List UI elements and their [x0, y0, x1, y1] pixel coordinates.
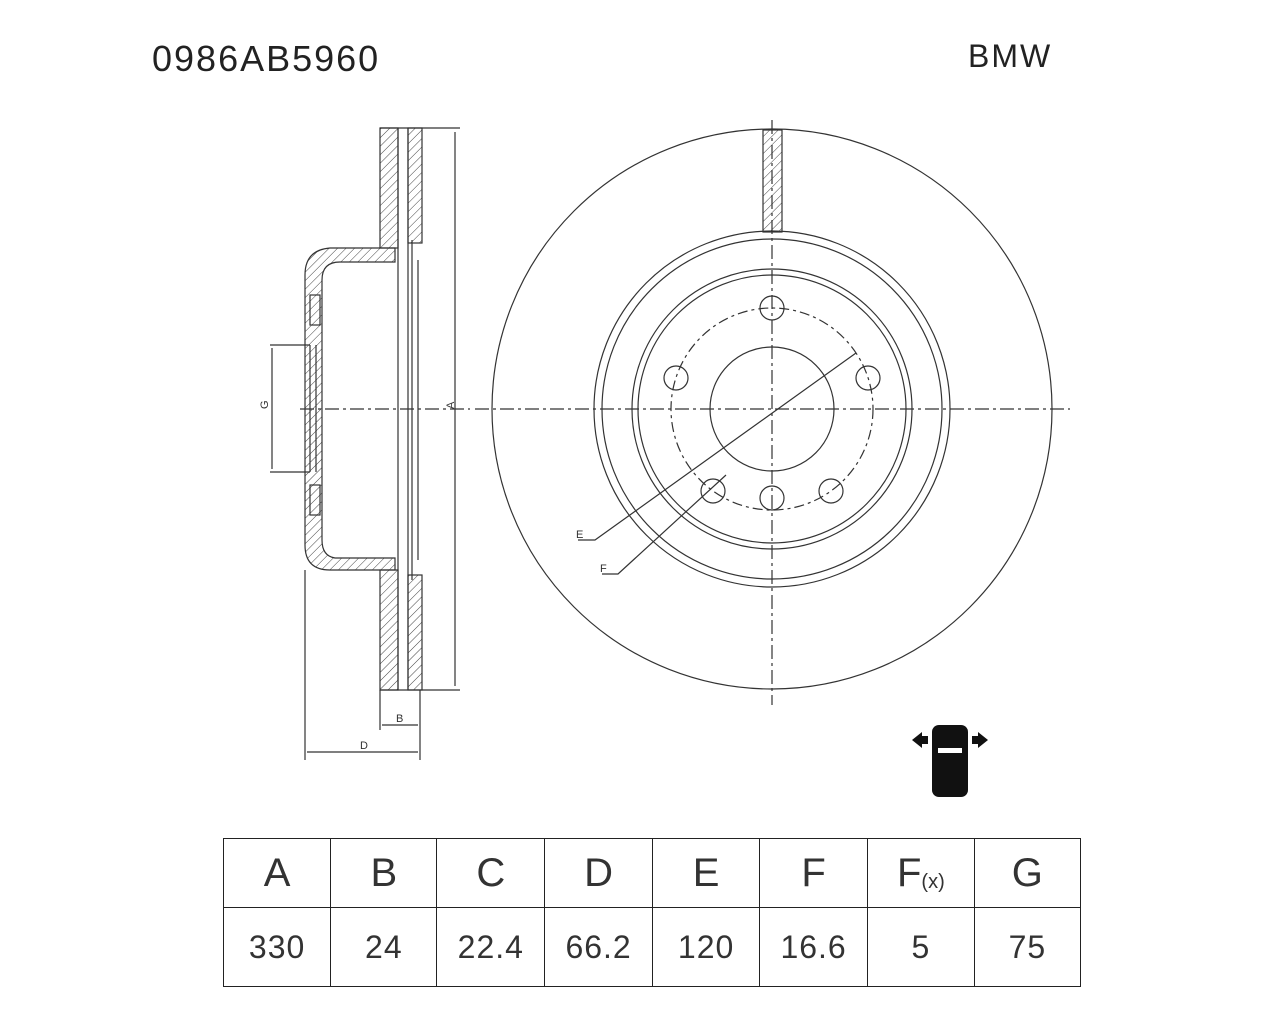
- part-number: 0986AB5960: [152, 38, 381, 79]
- label-F: F: [600, 563, 607, 575]
- value-B: 24: [330, 907, 438, 987]
- label-E: E: [576, 529, 583, 541]
- label-D: D: [360, 740, 368, 752]
- dimensions-table: A B C D E F F(x) G 330 24 22.4 66.2 120 …: [222, 838, 1082, 987]
- header-Fx-sub: (x): [921, 870, 945, 893]
- header-F: F: [759, 838, 868, 908]
- value-A: 330: [222, 907, 332, 987]
- value-Fx: 5: [866, 907, 975, 987]
- header-D: D: [544, 838, 653, 908]
- header-Fx: F(x): [866, 838, 975, 908]
- side-section-view: [270, 127, 470, 760]
- header-E: E: [651, 838, 761, 908]
- value-G: 75: [973, 907, 1082, 987]
- technical-drawing: A G B D E F: [259, 120, 1070, 797]
- header-Fx-letter: F: [896, 850, 922, 895]
- brand-name: BMW: [968, 38, 1053, 74]
- value-D: 66.2: [544, 907, 653, 987]
- label-B: B: [396, 713, 403, 725]
- value-F: 16.6: [759, 907, 868, 987]
- label-A: A: [445, 401, 457, 409]
- header-C: C: [436, 838, 546, 908]
- car-front-axle-icon: [912, 725, 988, 797]
- value-C: 22.4: [436, 907, 546, 987]
- value-E: 120: [651, 907, 761, 987]
- header-B: B: [330, 838, 438, 908]
- label-G: G: [259, 400, 271, 409]
- front-view: [475, 120, 1070, 705]
- header-A: A: [222, 838, 332, 908]
- header-G: G: [973, 838, 1082, 908]
